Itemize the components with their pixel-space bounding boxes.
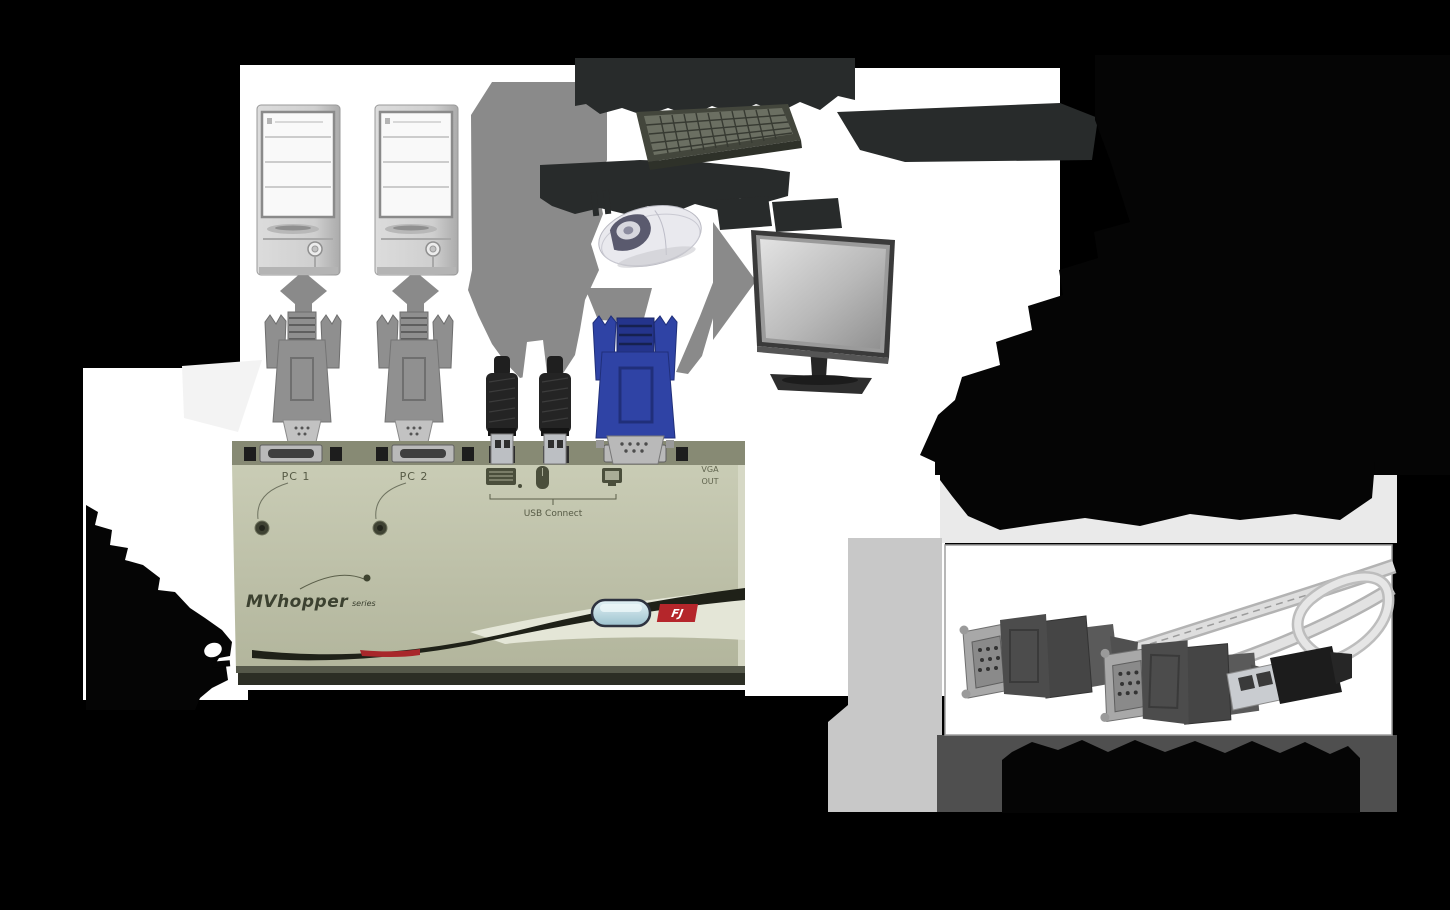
brand-logo-text: FJ	[670, 607, 684, 620]
swoosh-red-accent	[360, 649, 420, 657]
band-caption-blob	[940, 462, 1375, 530]
usb-connect-label: USB Connect	[524, 509, 583, 519]
vga-plugs-gray	[264, 311, 454, 443]
pc-towers	[256, 104, 459, 276]
caption-digit-hole	[204, 642, 222, 658]
monitor-image	[751, 230, 895, 394]
left-caption-blob	[86, 505, 232, 710]
vga-plug-monitor-blue	[592, 315, 678, 465]
pc1-port-label: PC 1	[282, 470, 311, 483]
usb-plug-keyboard	[486, 356, 518, 465]
dark-band-caption-blob	[1002, 740, 1360, 813]
switch-shadow	[238, 673, 745, 685]
upper-right-caption-blob	[837, 103, 1098, 162]
vga-out-label-1: VGA	[701, 465, 719, 474]
arrow-monitor-cable	[585, 288, 652, 322]
keyboard-caption-blob	[575, 58, 855, 116]
mouse-icon	[536, 466, 549, 489]
kvm-cable-photo	[959, 558, 1397, 725]
right-caption-mass	[920, 55, 1450, 475]
brand-suffix-text: series	[352, 599, 376, 608]
pc2-port-label: PC 2	[400, 470, 429, 483]
pc-tower-2	[374, 104, 459, 276]
usb-plug-mouse	[539, 356, 571, 465]
keyboard-image	[636, 104, 802, 170]
brand-pointer-curve	[299, 574, 365, 590]
arrow-monitor-tail	[676, 280, 716, 374]
pc1-led-pointer	[257, 482, 289, 520]
arrow-monitor-head	[713, 222, 756, 340]
mouse-image	[598, 205, 702, 268]
vga-plug-pc2	[376, 311, 454, 443]
switch-push-button[interactable]	[590, 598, 652, 628]
kvm-switch: PC 1 PC 2 USB Connect VGA OUT MVhopper s…	[232, 441, 745, 685]
usb-plugs	[486, 356, 571, 465]
caption-blobs	[540, 58, 1098, 232]
cable-usb-connector	[1226, 646, 1352, 711]
switch-swoosh	[252, 588, 745, 661]
usb-connect-bracket	[489, 494, 617, 505]
pc-tower-1	[256, 104, 341, 276]
pale-wedge	[182, 360, 262, 432]
vga-out-label-2: OUT	[701, 477, 718, 486]
panel-side-strip	[828, 538, 942, 812]
brand-text: MVhopper	[246, 592, 349, 612]
vga-plug-pc1	[264, 311, 342, 443]
switch-port-icons	[486, 466, 622, 489]
swath-leg-notch	[522, 340, 548, 382]
brand-logo: FJ	[656, 604, 698, 622]
connection-arrows	[280, 82, 756, 382]
pc2-led-pointer	[375, 482, 407, 520]
arrow-keyboard-mouse-swath	[468, 82, 607, 378]
black-caption-masses	[86, 55, 1450, 813]
